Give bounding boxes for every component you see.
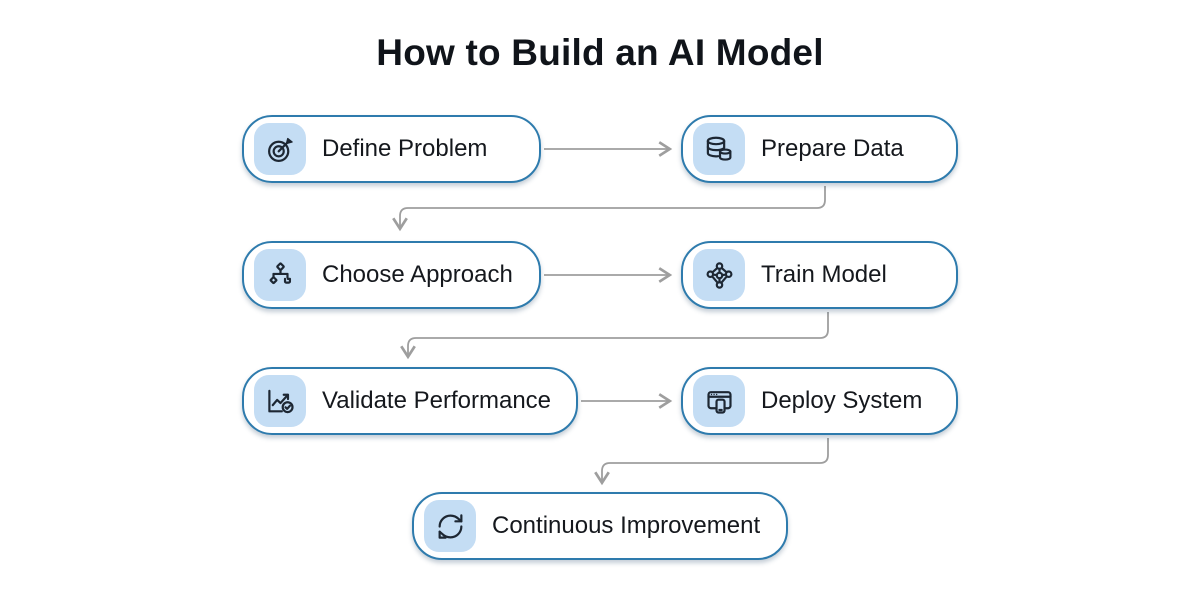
node-label: Continuous Improvement [492, 512, 761, 539]
page-title: How to Build an AI Model [376, 32, 824, 73]
node-choose-approach: Choose Approach [242, 241, 541, 309]
connector-deploy-to-continuous [594, 438, 829, 486]
chart-check-icon [254, 375, 306, 427]
node-label: Define Problem [322, 135, 488, 162]
connector-train-to-validate [400, 312, 829, 360]
node-label: Train Model [761, 261, 887, 288]
node-label: Prepare Data [761, 135, 904, 162]
node-deploy-system: Deploy System [681, 367, 958, 435]
neural-network-icon [693, 249, 745, 301]
flowchart-icon [254, 249, 306, 301]
node-label: Choose Approach [322, 261, 513, 288]
node-train-model: Train Model [681, 241, 958, 309]
database-icon [693, 123, 745, 175]
connector-prepare-to-choose [392, 186, 826, 232]
node-continuous-improvement: Continuous Improvement [412, 492, 788, 560]
node-label: Validate Performance [322, 387, 552, 414]
node-prepare-data: Prepare Data [681, 115, 958, 183]
node-label: Deploy System [761, 387, 923, 414]
node-define-problem: Define Problem [242, 115, 541, 183]
node-validate-performance: Validate Performance [242, 367, 578, 435]
target-icon [254, 123, 306, 175]
refresh-cycle-icon [424, 500, 476, 552]
browser-mobile-icon [693, 375, 745, 427]
